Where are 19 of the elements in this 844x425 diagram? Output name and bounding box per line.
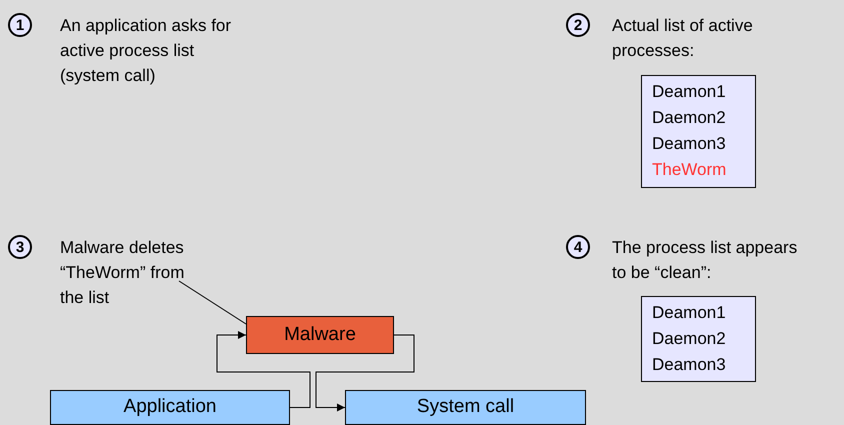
process-name: Daemon2 (652, 328, 727, 350)
process-name: Deamon1 (652, 302, 727, 324)
process-name: Deamon1 (652, 81, 727, 103)
process-box: Malware (246, 316, 394, 354)
step-description: The process list appears to be “clean”: (612, 235, 812, 285)
process-name: Deamon3 (652, 133, 727, 155)
arrow (316, 334, 414, 412)
process-box: System call (345, 390, 586, 425)
process-name: Daemon2 (652, 107, 727, 129)
leader-line (178, 280, 246, 324)
arrow (216, 331, 310, 408)
process-name: Deamon3 (652, 354, 727, 376)
process-list-box (641, 75, 756, 188)
process-box: Application (50, 390, 290, 425)
step-description: Actual list of active processes: (612, 13, 812, 61)
step-description: Malware deletes “TheWorm” from the list (60, 235, 210, 311)
step-description: An application asks for active process list (system call) (60, 13, 255, 91)
process-list-box (641, 296, 756, 382)
process-name: TheWorm (652, 159, 728, 181)
